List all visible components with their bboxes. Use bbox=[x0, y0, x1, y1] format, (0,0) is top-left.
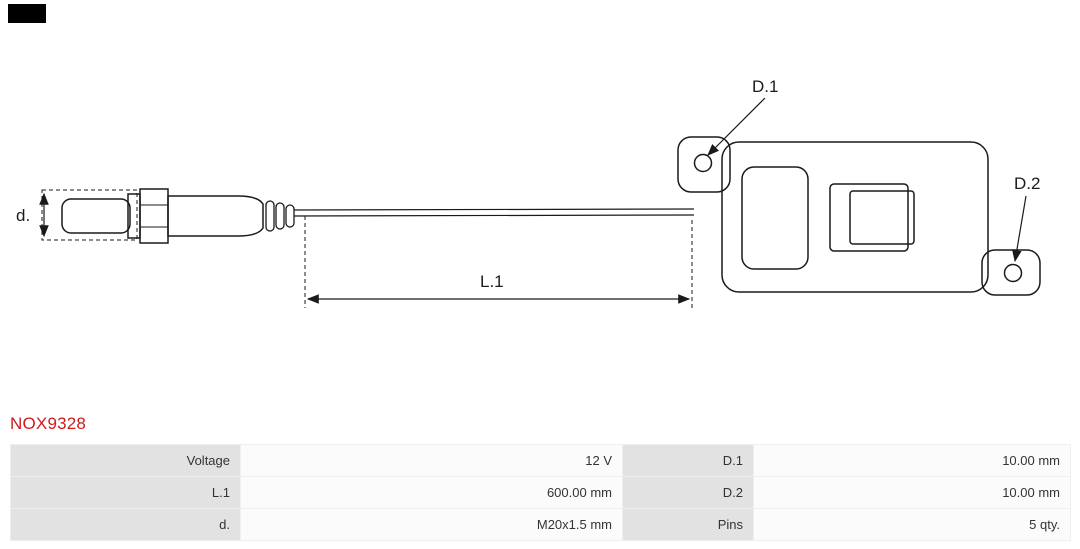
part-number: NOX9328 bbox=[10, 414, 87, 433]
d2-label: D.2 bbox=[1014, 174, 1040, 193]
brand-logo bbox=[8, 4, 46, 23]
boot-ring bbox=[265, 200, 275, 232]
spec-label-cell: D.1 bbox=[622, 444, 754, 477]
spec-row: d. M20x1.5 mm Pins 5 qty. bbox=[10, 508, 1071, 541]
sensor-drawing: d. D.1 D.2 L.1 bbox=[16, 77, 1041, 308]
spec-value-cell: M20x1.5 mm bbox=[240, 508, 623, 541]
cable-top-line bbox=[293, 208, 695, 211]
sensor-control-box bbox=[721, 141, 989, 293]
probe-body bbox=[167, 195, 264, 237]
probe-tip bbox=[61, 198, 131, 234]
spec-value-cell: 10.00 mm bbox=[753, 476, 1071, 509]
connector-inner bbox=[849, 190, 915, 245]
spec-value-cell: 12 V bbox=[240, 444, 623, 477]
spec-value-cell: 10.00 mm bbox=[753, 444, 1071, 477]
spec-row: Voltage 12 V D.1 10.00 mm bbox=[10, 444, 1071, 477]
hex-nut bbox=[139, 188, 169, 244]
mounting-hole-bottom bbox=[1003, 263, 1023, 283]
spec-table: Voltage 12 V D.1 10.00 mm L.1 600.00 mm … bbox=[10, 444, 1071, 541]
spec-label-cell: L.1 bbox=[10, 476, 241, 509]
spec-value-cell: 600.00 mm bbox=[240, 476, 623, 509]
mounting-tab-top bbox=[677, 136, 731, 193]
spec-row: L.1 600.00 mm D.2 10.00 mm bbox=[10, 476, 1071, 509]
spec-label-cell: D.2 bbox=[622, 476, 754, 509]
connector-block bbox=[741, 166, 809, 270]
mounting-hole-top bbox=[693, 153, 713, 173]
boot-ring bbox=[275, 202, 285, 230]
spec-label-cell: Voltage bbox=[10, 444, 241, 477]
spec-label-cell: d. bbox=[10, 508, 241, 541]
d2-leader-line bbox=[1012, 195, 1027, 263]
d-dimension-label: d. bbox=[16, 206, 30, 225]
connector-outer bbox=[829, 183, 909, 252]
probe-dashed-box bbox=[41, 189, 138, 241]
mounting-tab-bottom bbox=[981, 249, 1041, 296]
boot-ring bbox=[285, 204, 295, 228]
spec-value-cell: 5 qty. bbox=[753, 508, 1071, 541]
spec-label-cell: Pins bbox=[622, 508, 754, 541]
l1-dimension-label: L.1 bbox=[480, 272, 504, 291]
d1-label: D.1 bbox=[752, 77, 778, 96]
d1-leader-line bbox=[707, 97, 766, 156]
technical-diagram: d. D.1 D.2 L.1 bbox=[16, 77, 1041, 308]
cable-bottom-line bbox=[293, 214, 695, 217]
